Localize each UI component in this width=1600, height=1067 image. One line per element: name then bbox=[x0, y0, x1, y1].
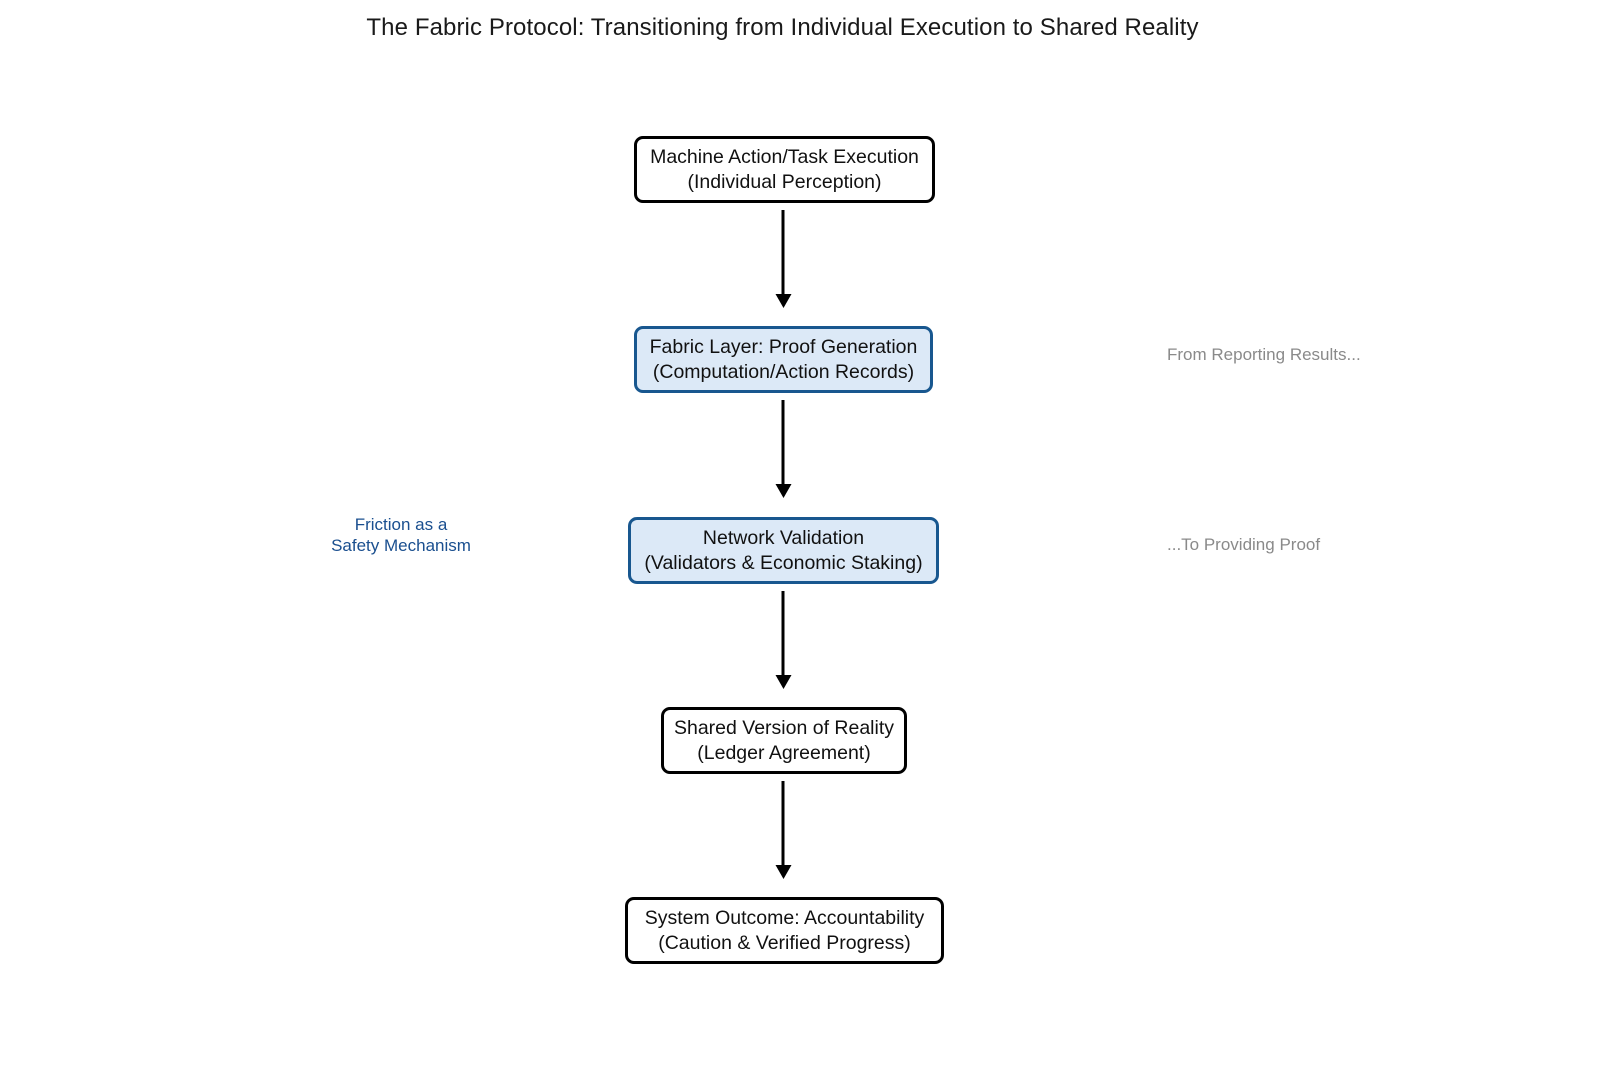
flow-node-execution-line2: (Individual Perception) bbox=[687, 170, 882, 193]
annotation-friction-line1: Friction as a bbox=[354, 515, 448, 534]
flow-node-validation-line1: Network Validation bbox=[702, 526, 865, 549]
arrow-execution-to-fabric bbox=[781, 210, 785, 295]
arrow-validation-to-ledger bbox=[781, 591, 785, 676]
flow-node-ledger-line2: (Ledger Agreement) bbox=[697, 741, 871, 764]
flow-node-fabric-line2: (Computation/Action Records) bbox=[652, 360, 915, 383]
arrow-fabric-to-validation bbox=[781, 400, 785, 485]
flow-node-execution[interactable]: Machine Action/Task Execution (Individua… bbox=[634, 136, 935, 203]
flow-node-ledger[interactable]: Shared Version of Reality (Ledger Agreem… bbox=[661, 707, 907, 774]
flow-node-execution-line1: Machine Action/Task Execution bbox=[650, 145, 919, 168]
arrow-ledger-to-outcome bbox=[781, 781, 785, 866]
flow-node-outcome[interactable]: System Outcome: Accountability (Caution … bbox=[625, 897, 944, 964]
flow-node-validation[interactable]: Network Validation (Validators & Economi… bbox=[628, 517, 939, 584]
flow-node-fabric-line1: Fabric Layer: Proof Generation bbox=[649, 335, 918, 358]
flow-node-outcome-line1: System Outcome: Accountability bbox=[644, 906, 925, 929]
flow-node-ledger-line1: Shared Version of Reality bbox=[673, 716, 895, 739]
annotation-friction-line2: Safety Mechanism bbox=[331, 536, 471, 555]
flow-node-outcome-line2: (Caution & Verified Progress) bbox=[658, 931, 911, 954]
page-title: The Fabric Protocol: Transitioning from … bbox=[366, 14, 1199, 41]
flow-node-validation-line2: (Validators & Economic Staking) bbox=[644, 551, 923, 574]
annotation-from-reporting-results: From Reporting Results... bbox=[1167, 345, 1361, 364]
flow-node-fabric[interactable]: Fabric Layer: Proof Generation (Computat… bbox=[634, 326, 933, 393]
annotation-to-providing-proof: ...To Providing Proof bbox=[1167, 535, 1321, 554]
annotation-friction-safety-mechanism: Friction as a Safety Mechanism bbox=[324, 514, 478, 556]
